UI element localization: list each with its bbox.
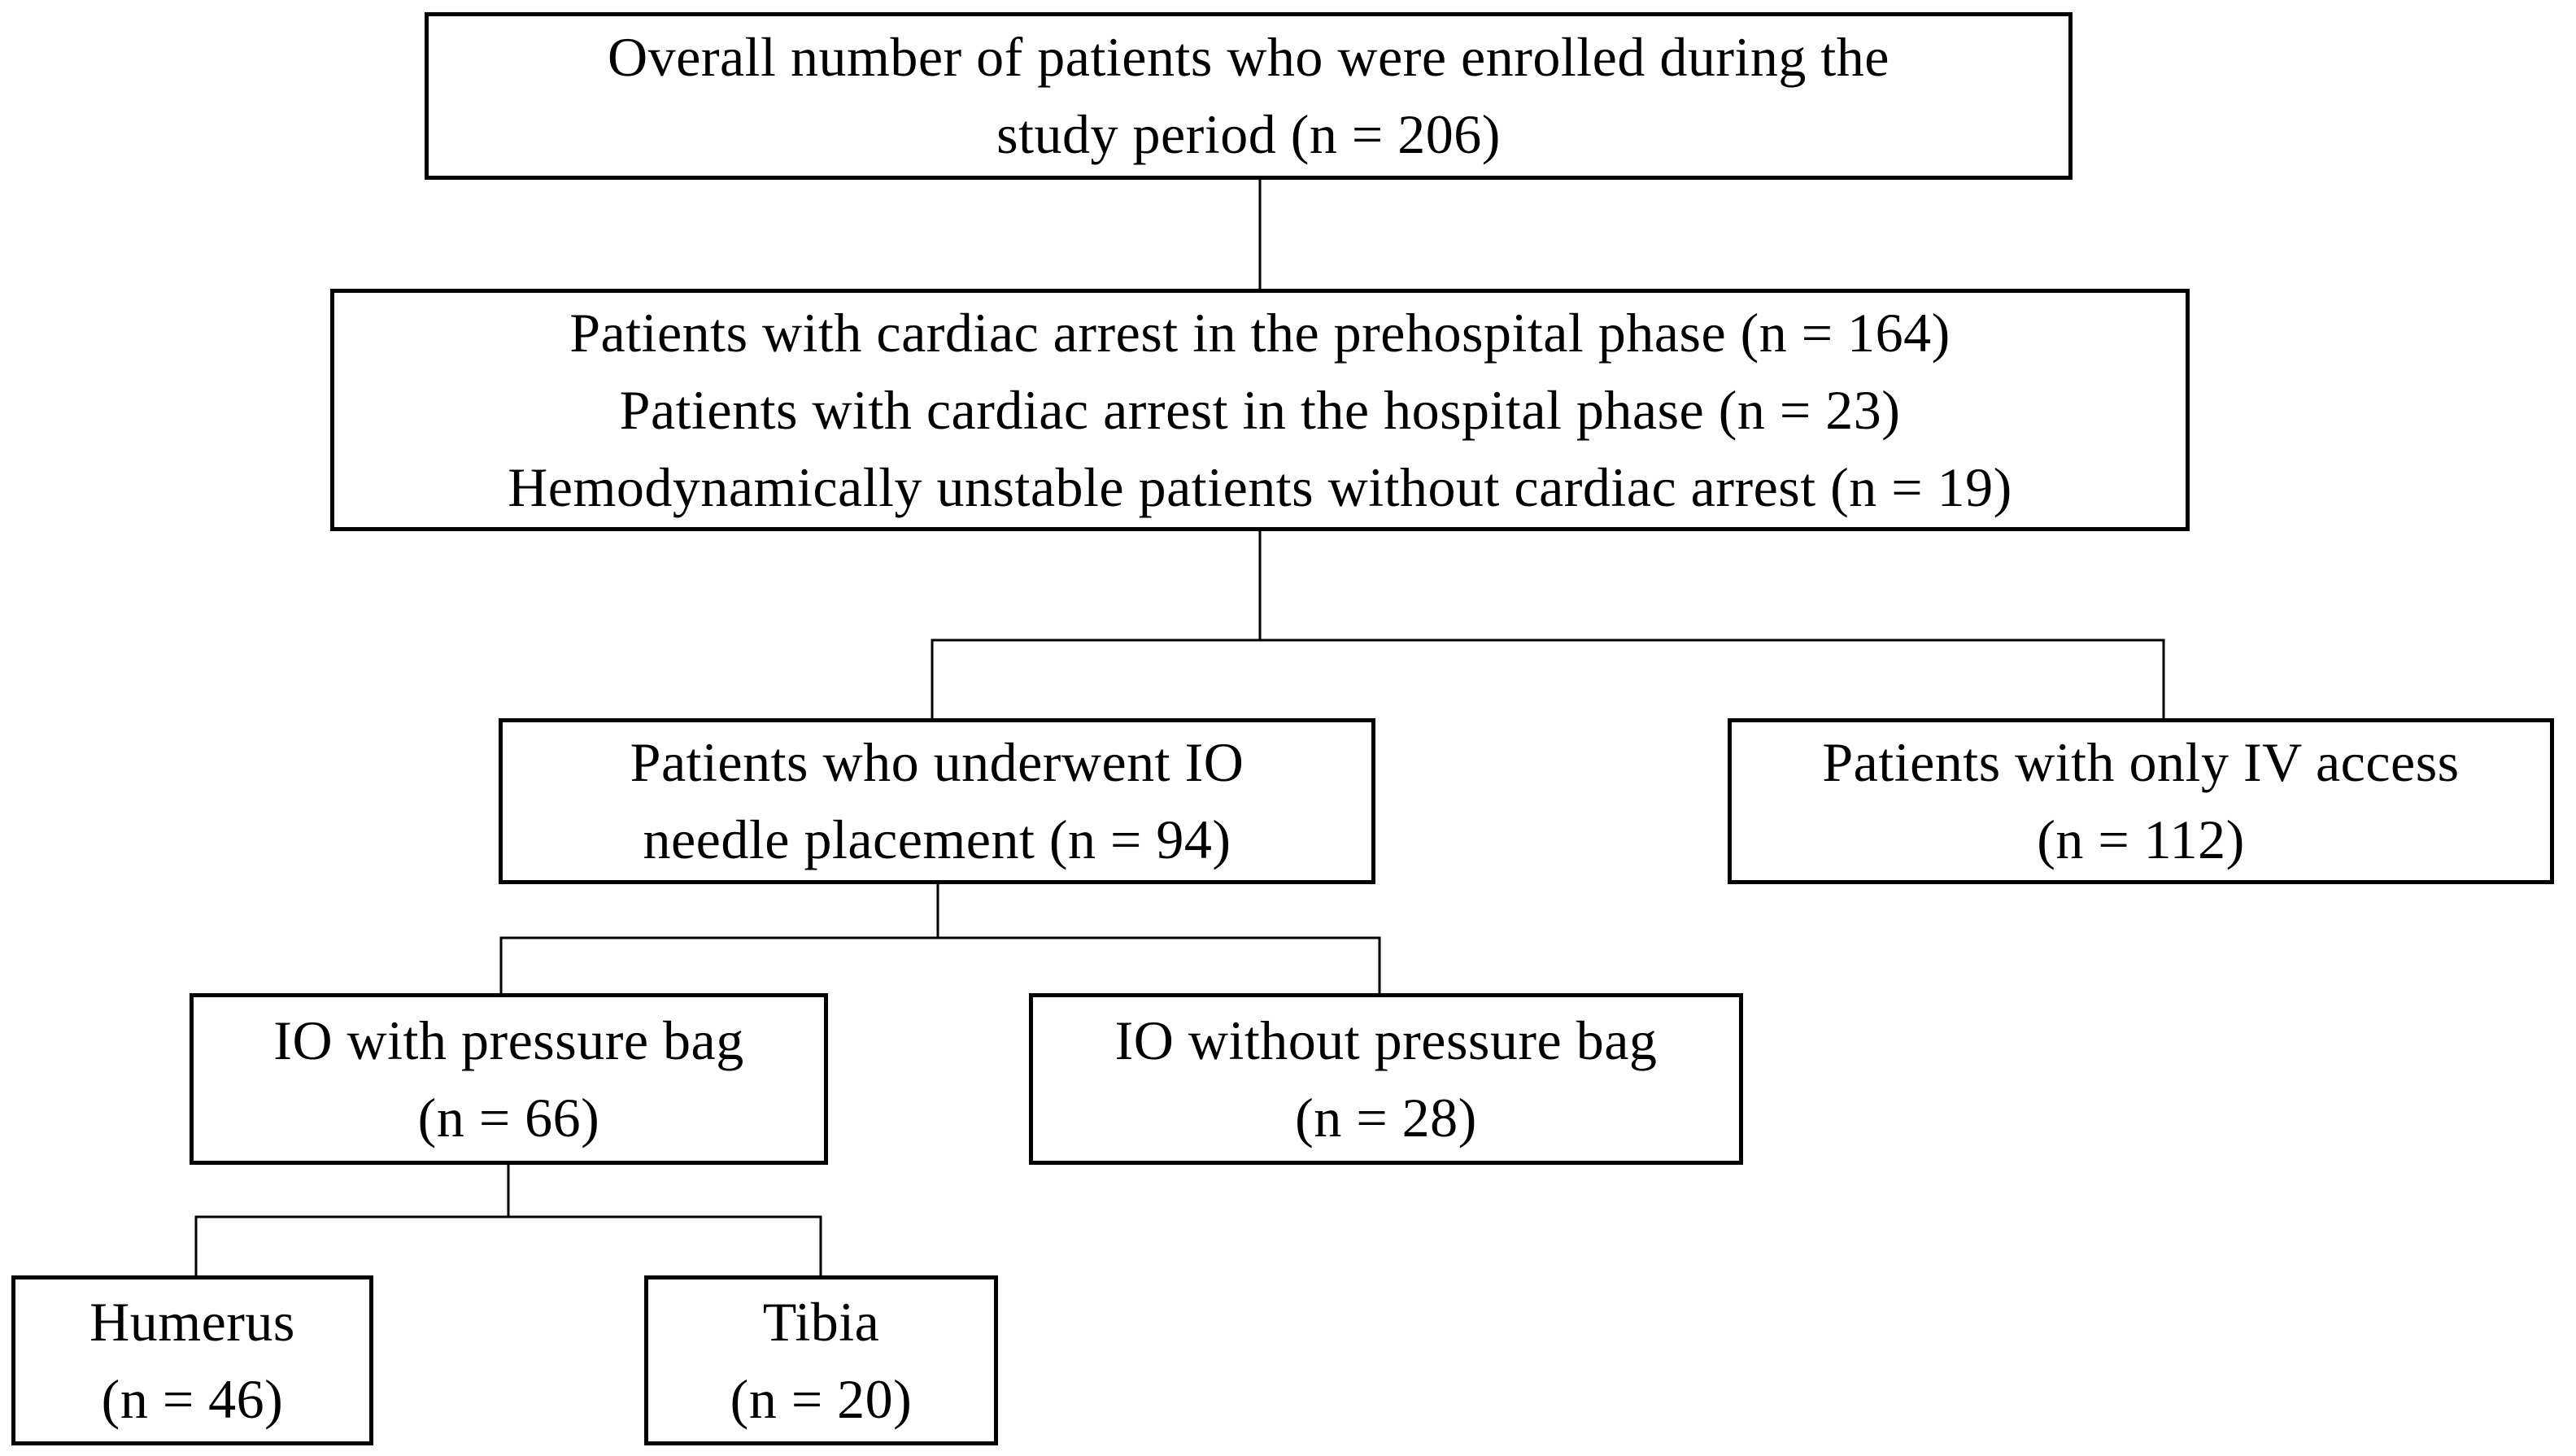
- edge-io-placement-to-pressure-groups: [499, 884, 1381, 993]
- node-enrolled-box: Overall number of patients who were enro…: [425, 12, 2073, 180]
- node-arrest-groups-line-3: Hemodynamically unstable patients withou…: [508, 456, 2012, 518]
- edge-arrest-groups-to-io-and-iv: [931, 531, 2165, 718]
- node-io-no-pressure-bag-line-1: IO without pressure bag: [1114, 1009, 1658, 1071]
- node-enrolled-line-2: study period (n = 206): [996, 103, 1501, 165]
- node-humerus-box: Humerus (n = 46): [11, 1275, 373, 1445]
- node-humerus-line-2: (n = 46): [101, 1367, 284, 1430]
- node-io-no-pressure-bag-box: IO without pressure bag (n = 28): [1029, 993, 1743, 1165]
- node-io-no-pressure-bag-line-2: (n = 28): [1295, 1086, 1477, 1149]
- node-io-pressure-bag-line-1: IO with pressure bag: [273, 1009, 744, 1071]
- node-iv-only-line-2: (n = 112): [2037, 809, 2245, 870]
- node-io-placement-line-1: Patients who underwent IO: [630, 731, 1244, 793]
- node-tibia-box: Tibia (n = 20): [644, 1275, 998, 1445]
- node-arrest-groups-line-1: Patients with cardiac arrest in the preh…: [569, 301, 1951, 364]
- node-tibia-line-1: Tibia: [762, 1290, 880, 1353]
- edge-io-pressure-bag-to-sites: [194, 1165, 822, 1275]
- node-iv-only-box: Patients with only IV access (n = 112): [1728, 718, 2554, 884]
- node-io-pressure-bag-box: IO with pressure bag (n = 66): [190, 993, 828, 1165]
- node-io-pressure-bag-line-2: (n = 66): [417, 1086, 600, 1149]
- node-iv-only-line-1: Patients with only IV access: [1822, 731, 2460, 793]
- node-tibia-line-2: (n = 20): [730, 1367, 913, 1430]
- node-enrolled-line-1: Overall number of patients who were enro…: [608, 26, 1890, 88]
- node-humerus-line-1: Humerus: [89, 1290, 295, 1353]
- node-arrest-groups-line-2: Patients with cardiac arrest in the hosp…: [619, 378, 1901, 441]
- node-io-placement-line-2: needle placement (n = 94): [643, 809, 1231, 870]
- node-arrest-groups-box: Patients with cardiac arrest in the preh…: [330, 289, 2190, 531]
- node-io-placement-box: Patients who underwent IO needle placeme…: [499, 718, 1375, 884]
